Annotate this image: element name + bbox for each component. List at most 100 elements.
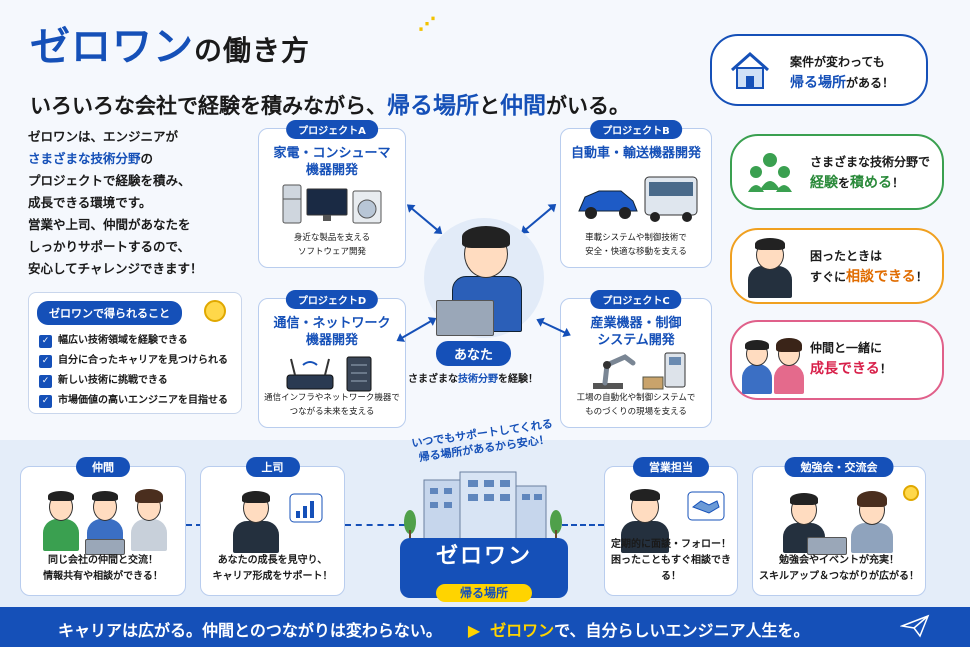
- intro-line: プロジェクトで経験を積み、: [28, 173, 191, 188]
- appliances-icon: [282, 184, 382, 224]
- intro-line-post: の: [140, 151, 154, 166]
- hq-badge: ゼロワン 帰る場所: [400, 538, 568, 602]
- bubble-home: 案件が変わっても 帰る場所がある！: [710, 34, 928, 106]
- support-desc-line: 勉強会やイベントが充実！: [779, 555, 899, 566]
- you-desc: さまざまな技術分野を経験！: [408, 370, 538, 385]
- sparkle-icon: ⋰: [418, 14, 436, 35]
- boss-illustration: [231, 485, 281, 553]
- bubble-text: さまざまな技術分野で 経験を積める！: [810, 152, 930, 194]
- you-tag: あなた: [436, 341, 512, 366]
- project-tag: プロジェクトB: [590, 120, 682, 139]
- play-icon: ▶: [467, 621, 481, 640]
- support-desc-line: 定期的に面談・フォロー！: [611, 539, 731, 550]
- support-tag: 仲間: [76, 457, 130, 477]
- support-study-card: 勉強会・交流会 勉強会やイベントが充実！ スキルアップ＆つながりが広がる！: [752, 457, 926, 596]
- project-desc: 身近な製品を支えるソフトウェア開発: [259, 231, 405, 259]
- growth-chart-icon: [289, 493, 323, 523]
- you-desc-post: を経験！: [498, 374, 538, 385]
- project-title: 家電・コンシューマ機器開発: [259, 145, 405, 179]
- support-peers-card: 仲間 同じ会社の仲間と交流！ 情報共有や相談ができる！: [20, 457, 186, 596]
- paper-plane-icon: [900, 614, 930, 638]
- bubble-pre: すぐに: [810, 270, 847, 284]
- project-desc-line: ソフトウェア開発: [297, 247, 366, 257]
- bubble-line: 成長できる！: [810, 359, 892, 380]
- support-sales-card: 営業担当 定期的に面談・フォロー！ 困ったこともすぐ相談できる！: [604, 457, 738, 596]
- project-b-card: プロジェクトB 自動車・輸送機器開発 車載システムや制御技術で安全・快適な移動を…: [560, 120, 712, 268]
- bubble-text: 困ったときは すぐに相談できる！: [810, 246, 928, 288]
- house-icon: [731, 51, 769, 89]
- project-title: 自動車・輸送機器開発: [561, 145, 711, 162]
- bubble-post: がある！: [846, 76, 895, 90]
- study-illustration: [781, 485, 901, 555]
- benefits-header: ゼロワンで得られること: [37, 301, 182, 325]
- benefit-item: ✓自分に合ったキャリアを見つけられる: [39, 351, 228, 371]
- lightbulb-icon: [204, 300, 226, 322]
- handshake-icon: [687, 491, 725, 521]
- bubble-highlight: 相談できる: [846, 269, 916, 285]
- support-desc: 同じ会社の仲間と交流！ 情報共有や相談ができる！: [21, 553, 185, 585]
- support-desc: 定期的に面談・フォロー！ 困ったこともすぐ相談できる！: [605, 537, 737, 585]
- bubble-line: 帰る場所がある！: [790, 73, 894, 94]
- project-d-card: プロジェクトD 通信・ネットワーク機器開発 通信インフラやネットワーク機器でつな…: [258, 290, 406, 428]
- bubble-post: ！: [892, 176, 905, 190]
- support-tag: 営業担当: [633, 457, 709, 477]
- project-desc: 通信インフラやネットワーク機器でつながる未来を支える: [259, 391, 405, 419]
- bubble-line: 案件が変わっても: [790, 55, 885, 69]
- bubble-line: 仲間と一緒に: [810, 341, 883, 355]
- footer-text: キャリアは広がる。仲間とのつながりは変わらない。: [58, 621, 442, 640]
- project-desc: 車載システムや制御技術で安全・快適な移動を支える: [561, 231, 711, 259]
- page-subtitle: いろいろな会社で経験を積みながら、帰る場所と仲間がいる。: [30, 86, 630, 120]
- project-desc-line: 身近な製品を支える: [293, 233, 371, 243]
- project-title-line: 機器開発: [305, 163, 358, 178]
- title-suffix: の働き方: [194, 34, 311, 67]
- connector: [186, 524, 202, 526]
- intro-highlight: さまざまな技術分野: [28, 151, 141, 166]
- intro-text: ゼロワンは、エンジニアが さまざまな技術分野の プロジェクトで経験を積み、 成長…: [28, 126, 258, 280]
- intro-line: ゼロワンは、エンジニアが: [28, 129, 179, 144]
- bubble-text: 案件が変わっても 帰る場所がある！: [790, 52, 894, 94]
- project-a-card: プロジェクトA 家電・コンシューマ機器開発 身近な製品を支えるソフトウェア開発: [258, 120, 406, 268]
- bubble-experience: さまざまな技術分野で 経験を積める！: [730, 134, 944, 210]
- bubble-highlight: 積める: [850, 175, 893, 191]
- intro-line: 営業や上司、仲間があなたを: [28, 217, 191, 232]
- support-desc-line: キャリア形成をサポート！: [212, 571, 333, 582]
- project-tag: プロジェクトA: [286, 120, 378, 139]
- support-desc-line: 同じ会社の仲間と交流！: [48, 555, 158, 566]
- subtitle-highlight-home: 帰る場所: [387, 93, 479, 119]
- peers-illustration: [41, 481, 171, 555]
- checkbox-icon: ✓: [39, 394, 52, 408]
- office-building-icon: [404, 471, 562, 544]
- project-title-line: 家電・コンシューマ: [273, 146, 391, 161]
- project-title-line: 通信・ネットワーク: [273, 316, 391, 331]
- subtitle-pre: いろいろな会社で経験を積みながら、: [30, 94, 387, 118]
- hq-sub: 帰る場所: [436, 584, 532, 602]
- connector: [562, 524, 604, 526]
- benefit-label: 市場価値の高いエンジニアを目指せる: [58, 395, 228, 406]
- you-desc-pre: さまざまな: [408, 374, 458, 385]
- you-desc-highlight: 技術分野: [458, 374, 498, 385]
- project-title: 産業機器・制御システム開発: [561, 315, 711, 349]
- bubble-post: ！: [879, 362, 892, 376]
- benefit-label: 幅広い技術領域を経験できる: [58, 335, 188, 346]
- robot-arm-icon: [593, 352, 686, 390]
- support-desc-line: 情報共有や相談ができる！: [43, 571, 163, 582]
- bubble-line: 困ったときは: [810, 249, 883, 263]
- bubble-line: 経験を積める！: [810, 173, 930, 194]
- project-desc-line: 安全・快適な移動を支える: [585, 247, 687, 257]
- sales-illustration: [619, 483, 671, 553]
- celebrating-people-icon: [742, 332, 806, 394]
- support-desc-line: スキルアップ＆つながりが広がる！: [759, 571, 919, 582]
- title-brand: ゼロワン: [30, 24, 194, 70]
- benefits-list: ✓ 幅広い技術領域を経験できる ✓自分に合ったキャリアを見つけられる ✓新しい技術…: [39, 331, 228, 411]
- bubble-mid: を: [838, 176, 851, 190]
- support-tag: 勉強会・交流会: [784, 457, 894, 477]
- bubble-line: さまざまな技術分野で: [810, 155, 931, 169]
- benefit-item: ✓新しい技術に挑戦できる: [39, 371, 228, 391]
- project-title-line: 自動車・輸送機器開発: [570, 146, 701, 161]
- bubble-highlight: 帰る場所: [790, 75, 846, 91]
- subtitle-post: がいる。: [546, 94, 630, 118]
- support-desc-line: 困ったこともすぐ相談できる！: [611, 555, 731, 582]
- project-title-line: 機器開発: [305, 333, 358, 348]
- checkbox-icon: ✓: [39, 374, 52, 388]
- project-title-line: システム開発: [597, 333, 675, 348]
